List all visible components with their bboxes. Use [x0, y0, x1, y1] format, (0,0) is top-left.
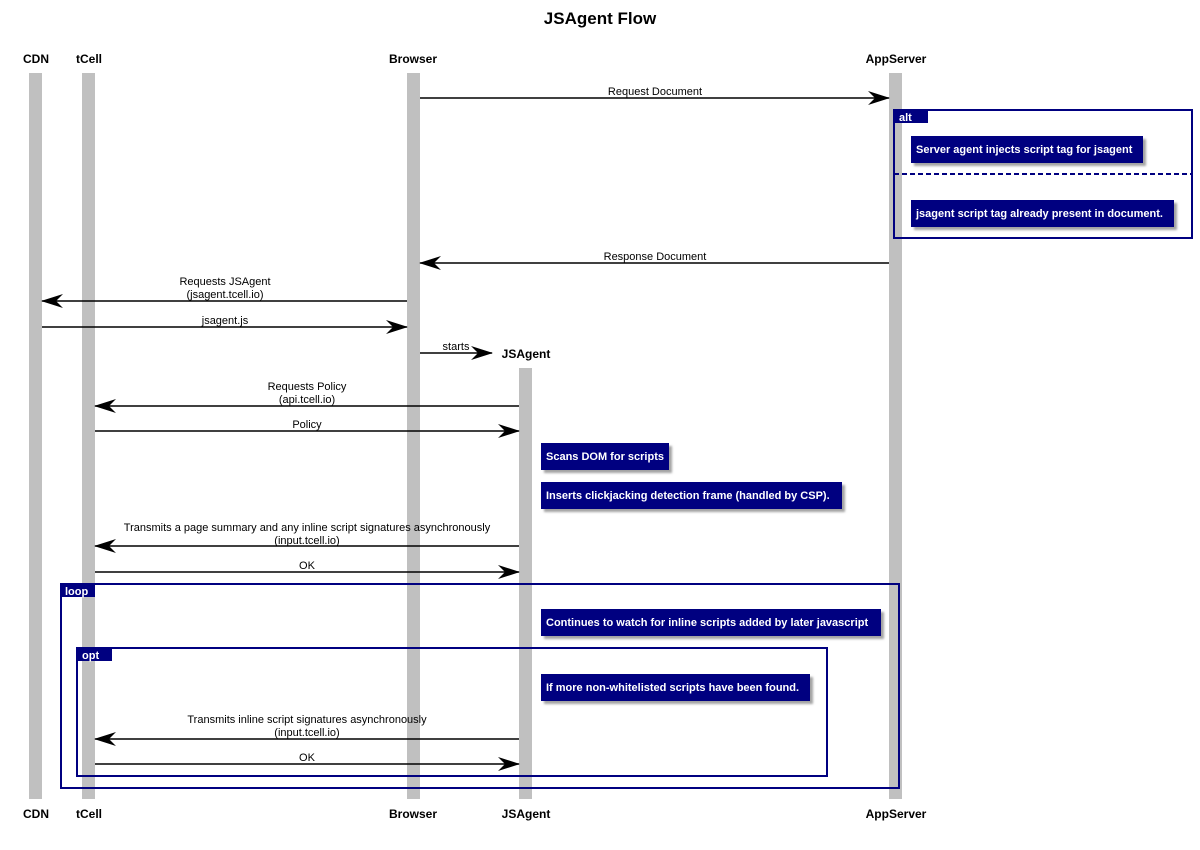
note-more-scripts-found-text: If more non-whitelisted scripts have bee… [546, 682, 799, 694]
note-tag-already-present-text: jsagent script tag already present in do… [915, 208, 1163, 220]
opt-frame: opt [76, 647, 828, 777]
message-transmits-inline-signatures: Transmits inline script signatures async… [94, 714, 519, 746]
message-policy-label: Policy [292, 419, 322, 431]
note-more-scripts-found: If more non-whitelisted scripts have bee… [541, 674, 810, 701]
alt-frame-label: alt [899, 112, 912, 124]
alt-frame: alt [893, 109, 1193, 239]
message-policy: Policy [95, 419, 520, 438]
actor-jsagent-created: JSAgent [502, 347, 551, 361]
note-clickjacking-frame: Inserts clickjacking detection frame (ha… [541, 482, 842, 509]
message-transmits-inline-signatures-label: Transmits inline script signatures async… [187, 714, 427, 726]
message-requests-policy-host: (api.tcell.io) [279, 394, 335, 406]
message-transmits-page-summary-label: Transmits a page summary and any inline … [124, 522, 491, 534]
actor-browser-top: Browser [389, 52, 437, 66]
lifeline-tcell [82, 73, 95, 799]
actor-appserver-bottom: AppServer [866, 807, 927, 821]
message-starts: starts [420, 341, 493, 360]
message-ok-1: OK [95, 560, 520, 579]
message-request-document: Request Document [420, 86, 890, 105]
diagram-title: JSAgent Flow [544, 9, 657, 28]
actor-tcell-bottom: tCell [76, 807, 102, 821]
lifeline-cdn [29, 73, 42, 799]
loop-frame: loop [60, 583, 900, 789]
note-clickjacking-frame-text: Inserts clickjacking detection frame (ha… [546, 490, 830, 502]
message-requests-jsagent-label: Requests JSAgent [179, 276, 270, 288]
actor-cdn-top: CDN [23, 52, 49, 66]
note-scans-dom-text: Scans DOM for scripts [546, 451, 664, 463]
actor-tcell-top: tCell [76, 52, 102, 66]
message-jsagent-js-label: jsagent.js [201, 315, 249, 327]
actor-jsagent-bottom: JSAgent [502, 807, 551, 821]
opt-frame-label: opt [82, 650, 99, 662]
lifeline-browser [407, 73, 420, 799]
actor-appserver-top: AppServer [866, 52, 927, 66]
note-server-agent-injects-text: Server agent injects script tag for jsag… [916, 144, 1133, 156]
message-ok-2-label: OK [299, 752, 316, 764]
message-starts-label: starts [443, 341, 470, 353]
message-response-document-label: Response Document [604, 251, 707, 263]
message-ok-2: OK [95, 752, 520, 771]
message-transmits-inline-signatures-host: (input.tcell.io) [274, 727, 339, 739]
message-transmits-page-summary: Transmits a page summary and any inline … [94, 522, 519, 553]
loop-frame-label: loop [65, 586, 88, 598]
note-scans-dom: Scans DOM for scripts [541, 443, 669, 470]
note-server-agent-injects: Server agent injects script tag for jsag… [911, 136, 1143, 163]
note-tag-already-present: jsagent script tag already present in do… [911, 200, 1174, 227]
message-response-document: Response Document [419, 251, 889, 270]
note-continues-watch-text: Continues to watch for inline scripts ad… [546, 617, 868, 629]
message-requests-policy-label: Requests Policy [268, 381, 347, 393]
lifeline-appserver [889, 73, 902, 799]
message-jsagent-js: jsagent.js [42, 315, 408, 334]
message-ok-1-label: OK [299, 560, 316, 572]
actor-cdn-bottom: CDN [23, 807, 49, 821]
message-request-document-label: Request Document [608, 86, 702, 98]
message-requests-policy: Requests Policy (api.tcell.io) [94, 381, 519, 413]
message-requests-jsagent: Requests JSAgent (jsagent.tcell.io) [41, 276, 407, 308]
message-transmits-page-summary-host: (input.tcell.io) [274, 535, 339, 547]
message-requests-jsagent-host: (jsagent.tcell.io) [186, 289, 263, 301]
actor-browser-bottom: Browser [389, 807, 437, 821]
note-continues-watch: Continues to watch for inline scripts ad… [541, 609, 881, 636]
